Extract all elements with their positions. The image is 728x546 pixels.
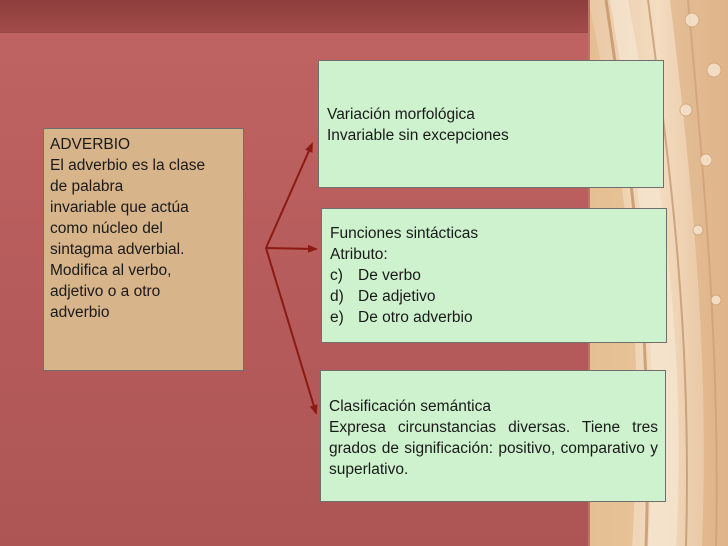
list-item: d) De adjetivo xyxy=(330,286,658,307)
semantica-box: Clasificación semántica Expresa circunst… xyxy=(320,370,666,502)
list-item-text: De otro adverbio xyxy=(358,309,473,326)
funciones-subtitle: Atributo: xyxy=(330,246,388,263)
list-marker: c) xyxy=(330,267,343,284)
definition-line: ADVERBIO xyxy=(50,136,131,153)
list-marker: e) xyxy=(330,309,344,326)
definition-line: El adverbio es la clase xyxy=(50,157,206,174)
semantica-title: Clasificación semántica xyxy=(329,398,491,415)
definition-line: de palabra xyxy=(50,178,124,195)
definition-line: sintagma adverbial. xyxy=(50,241,185,258)
list-item: c) De verbo xyxy=(330,265,658,286)
list-marker: d) xyxy=(330,288,344,305)
arrow-to-funciones xyxy=(265,244,318,253)
morfologia-title: Variación morfológica xyxy=(327,106,475,123)
definition-line: adverbio xyxy=(50,304,110,321)
arrow-to-morfologia xyxy=(265,142,313,249)
definition-line: invariable que actúa xyxy=(50,199,189,216)
funciones-title: Funciones sintácticas xyxy=(330,225,479,242)
funciones-box: Funciones sintácticas Atributo: c) De ver… xyxy=(321,208,667,343)
definition-line: como núcleo del xyxy=(50,220,163,237)
list-item-text: De adjetivo xyxy=(358,288,436,305)
morfologia-line: Invariable sin excepciones xyxy=(327,127,509,144)
list-item: e) De otro adverbio xyxy=(330,307,658,328)
definition-box: ADVERBIO El adverbio es la clase de pala… xyxy=(43,128,244,371)
definition-line: Modifica al verbo, xyxy=(50,262,172,279)
list-item-text: De verbo xyxy=(358,267,421,284)
top-band xyxy=(0,0,600,33)
arrow-to-semantica xyxy=(265,247,318,415)
morfologia-box: Variación morfológica Invariable sin exc… xyxy=(318,60,664,188)
semantica-body: Expresa circunstancias diversas. Tiene t… xyxy=(329,419,658,478)
definition-line: adjetivo o a otro xyxy=(50,283,161,300)
